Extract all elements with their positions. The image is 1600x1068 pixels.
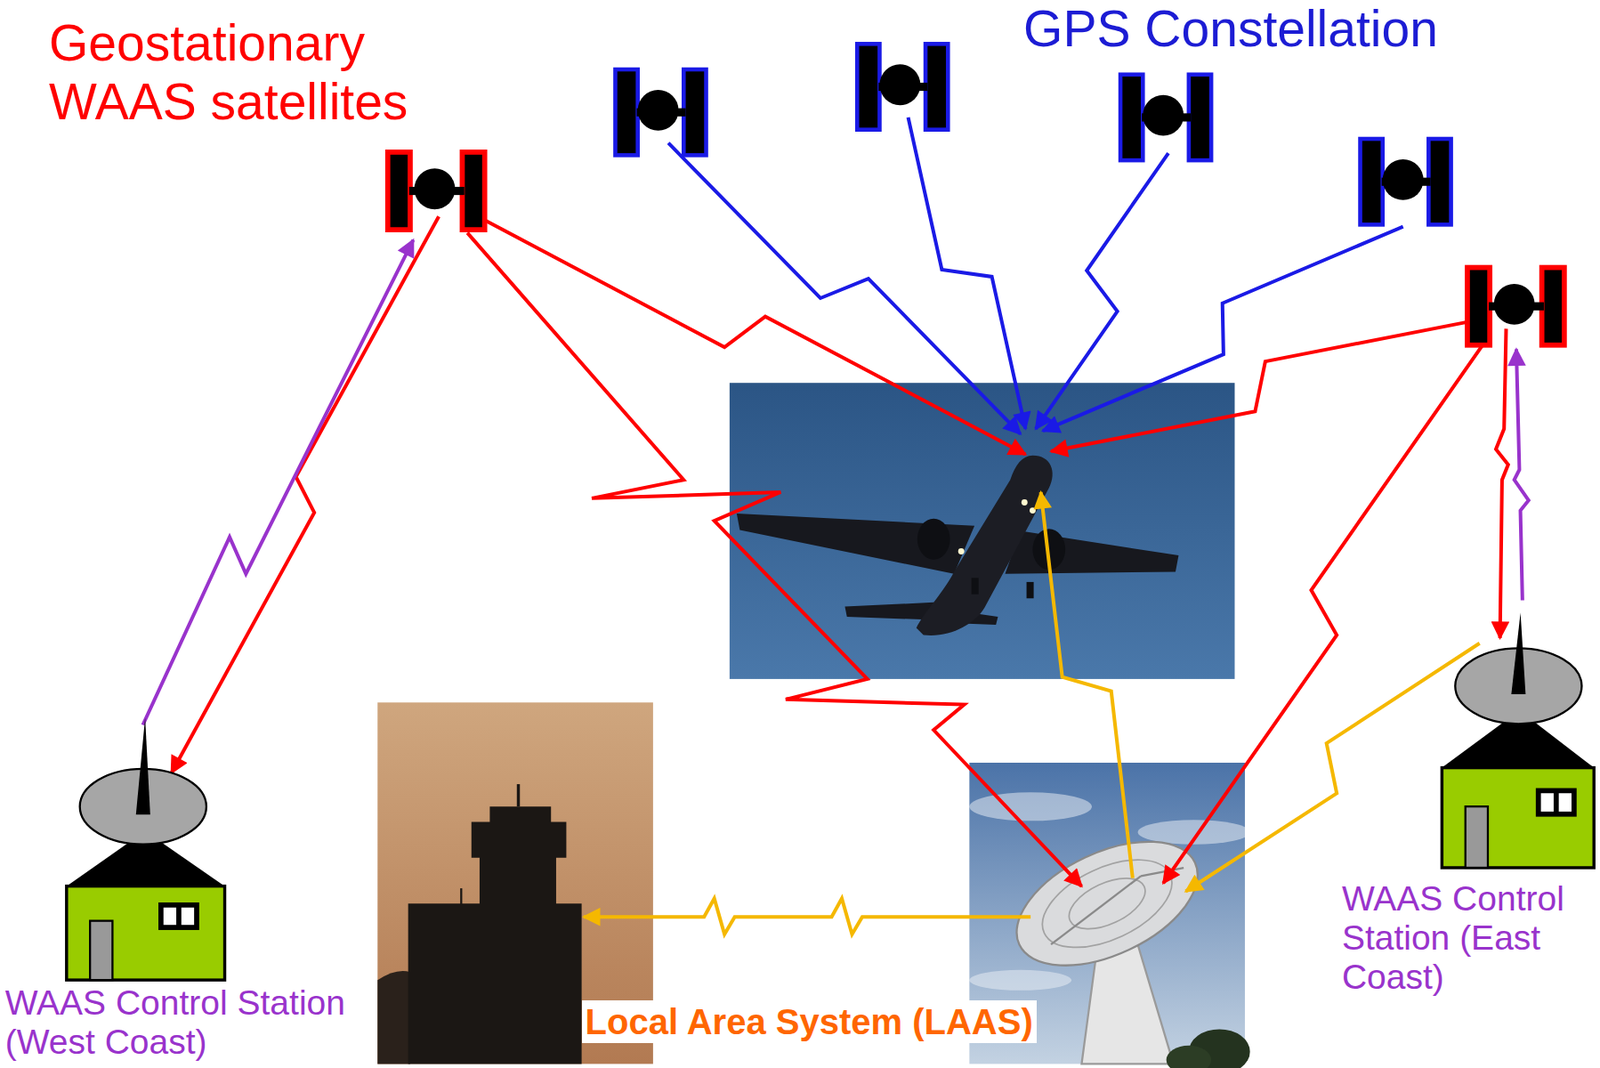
waas-satellite [1467, 267, 1565, 346]
waas-satellite [387, 152, 485, 230]
waas-uplink [143, 240, 414, 726]
gps-signal [1042, 226, 1404, 431]
waas-signal [467, 233, 1082, 887]
landing-gear [1026, 581, 1035, 598]
tower-silhouette [408, 806, 582, 1064]
tower-antenna [460, 888, 462, 905]
gps-satellite [1120, 74, 1212, 161]
gps-signal [908, 117, 1027, 429]
station-caption: WAAS Control Station (East Coast) [1341, 879, 1595, 996]
dish-strut [1050, 875, 1141, 945]
house-door [1465, 806, 1488, 868]
station-house [5, 714, 358, 985]
control-station: WAAS Control Station (West Coast) [5, 714, 358, 1066]
house-window [158, 902, 200, 930]
waas-signal [1050, 321, 1470, 452]
group-title: GPS Constellation [1023, 0, 1554, 59]
plane-light [1029, 507, 1036, 514]
station-antenna [1511, 612, 1526, 695]
plane-wing [1004, 531, 1179, 574]
system-label: Local Area System (LAAS) [581, 1000, 1037, 1043]
gps-satellite [856, 43, 948, 130]
house-door [89, 920, 113, 980]
station-antenna [135, 717, 150, 815]
plane-light [1021, 499, 1028, 506]
laas-link [1185, 643, 1479, 892]
photo-sky [729, 382, 1236, 679]
window-pane [1540, 792, 1553, 812]
window-pane [162, 906, 176, 924]
waas-uplink [1514, 348, 1529, 600]
waas-downlink [1495, 328, 1509, 639]
cloud [969, 791, 1092, 821]
gps-signal [668, 143, 1021, 435]
house-wall [1441, 767, 1594, 867]
plane-tail [844, 602, 934, 621]
dish-ring [1029, 841, 1186, 966]
plane-wing [736, 513, 975, 574]
waas-downlink [171, 216, 439, 773]
waas-signal [464, 209, 1027, 454]
cloud [969, 969, 1072, 991]
dish-strut [1140, 867, 1184, 876]
station-caption: WAAS Control Station (West Coast) [5, 983, 358, 1061]
laas-link [583, 898, 1031, 935]
trees [1166, 1045, 1212, 1068]
dish-reflector [997, 816, 1217, 991]
plane-engine [917, 518, 951, 560]
plane-fuselage [916, 455, 1053, 636]
gps-signals [668, 117, 1404, 435]
station-label: WAAS Control Station (West Coast) [5, 983, 358, 1061]
house-window [1535, 787, 1577, 817]
plane-light [958, 548, 965, 555]
house-wall [66, 885, 226, 979]
airplane-photo [729, 382, 1236, 679]
uplinks [143, 240, 1529, 726]
laas-link [1041, 492, 1133, 879]
tower-antenna [517, 783, 520, 807]
window-pane [1559, 792, 1572, 812]
gps-satellite [1360, 138, 1452, 225]
station-label: WAAS Control Station (East Coast) [1341, 879, 1595, 996]
landing-gear [971, 577, 979, 594]
window-pane [181, 906, 194, 924]
group-title: Geostationary WAAS satellites [48, 14, 499, 131]
laas-links [583, 492, 1480, 935]
gps-satellite [614, 69, 706, 155]
waas-signals [171, 209, 1509, 887]
station-house [1341, 610, 1595, 881]
hill [377, 970, 411, 1064]
control-station: WAAS Control Station (East Coast) [1341, 610, 1595, 1001]
